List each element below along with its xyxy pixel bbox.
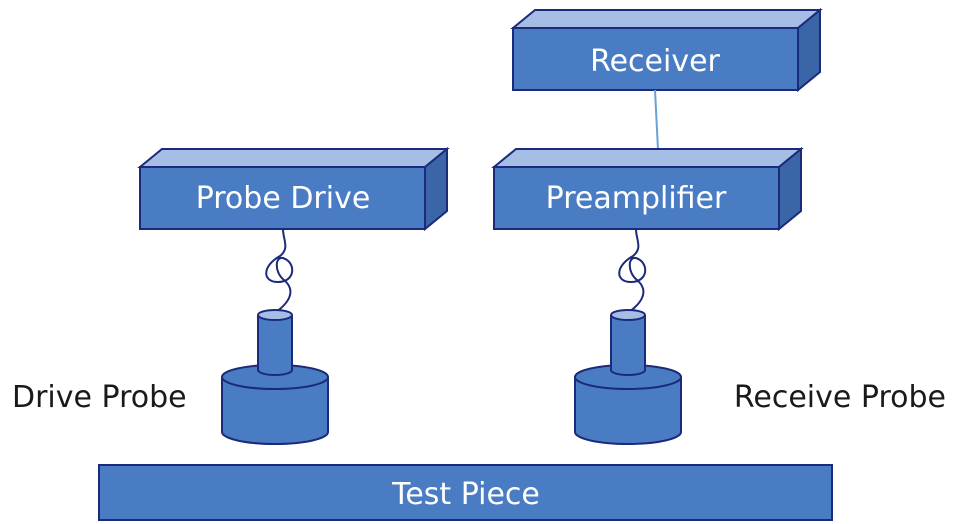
receive-probe — [574, 309, 682, 445]
receiver-box-top — [510, 9, 823, 29]
drive-probe-cable — [265, 228, 294, 313]
preamplifier-label: Preamplifier — [546, 181, 727, 216]
probe-drive-label: Probe Drive — [196, 181, 371, 216]
receive-probe-stem — [610, 315, 646, 376]
drive-probe-stem-top — [257, 309, 293, 321]
preamplifier-box-front — [493, 166, 780, 230]
receiver-box-front — [512, 27, 799, 91]
test-piece-bar — [98, 464, 833, 521]
receiver-box: Receiver — [510, 7, 823, 93]
probe-drive-box: Probe Drive — [137, 146, 450, 232]
drive-probe-base — [221, 377, 329, 445]
receiver-preamp-link — [654, 89, 659, 151]
receive-probe-label: Receive Probe — [734, 380, 946, 415]
drive-probe-stem — [257, 315, 293, 376]
receiver-label: Receiver — [590, 44, 720, 79]
test-piece: Test Piece — [98, 464, 833, 521]
receive-probe-base — [574, 377, 682, 445]
receive-probe-cable — [618, 228, 647, 313]
drive-probe — [221, 309, 329, 445]
drive-probe-label: Drive Probe — [12, 380, 187, 415]
receive-probe-stem-top — [610, 309, 646, 321]
preamplifier-box: Preamplifier — [491, 146, 804, 232]
preamplifier-box-top — [491, 148, 804, 168]
probe-drive-box-top — [137, 148, 450, 168]
test-piece-label: Test Piece — [391, 477, 540, 512]
